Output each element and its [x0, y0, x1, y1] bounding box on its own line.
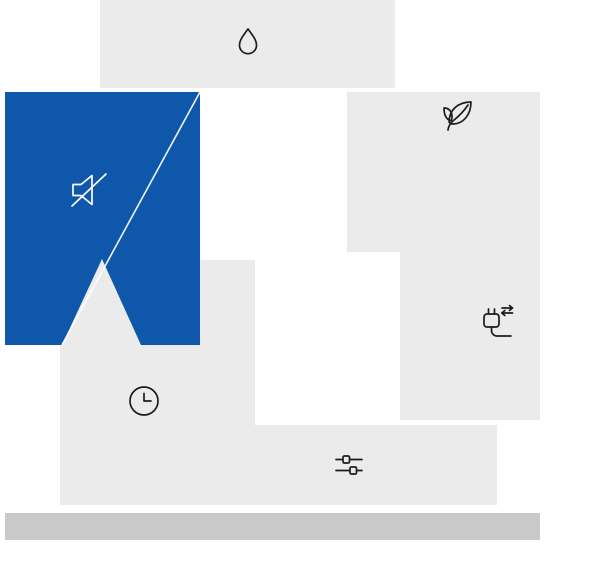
clock-icon[interactable] [126, 383, 162, 419]
options-sliders-icon[interactable] [333, 450, 365, 480]
leaf-icon[interactable] [439, 98, 475, 132]
muted-ribbon-banner [5, 92, 200, 345]
tile-plug [400, 252, 540, 420]
bottom-bar [5, 513, 540, 540]
plug-swap-icon[interactable] [477, 303, 517, 341]
water-drop-icon[interactable] [233, 26, 263, 62]
tile-options [200, 425, 497, 505]
tile-eco [347, 92, 540, 252]
speaker-mute-icon[interactable] [67, 170, 113, 210]
ribbon-shape [5, 92, 200, 345]
tile-water [100, 0, 395, 88]
